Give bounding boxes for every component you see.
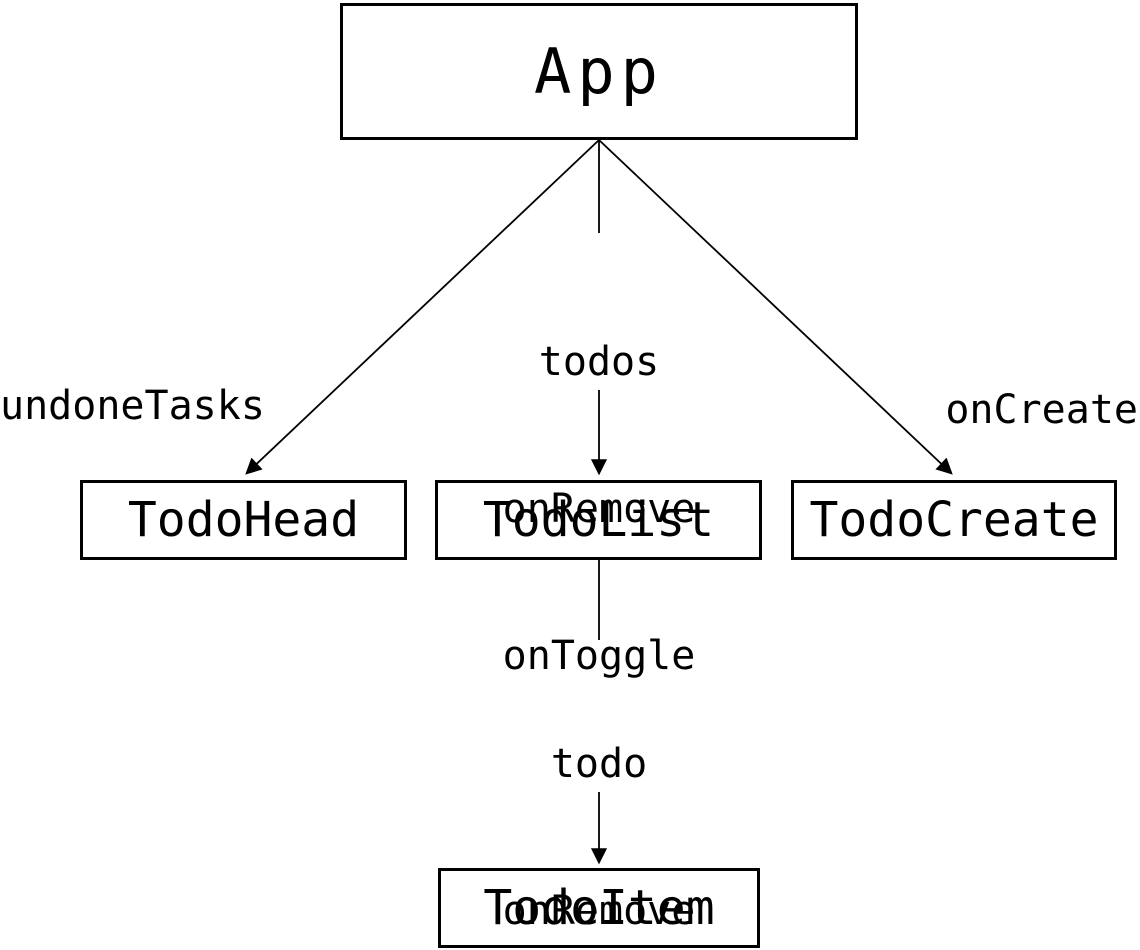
edge-label-line: todos [538,339,660,385]
edge-label-line: onRemove [502,486,696,532]
node-app: App [340,3,858,140]
edge-label-on-create: onCreate [945,387,1138,433]
edge-label-line: onToggle [502,633,696,679]
node-todo-list: TodoList [435,480,762,560]
edge-line-app-to-todo-head [245,139,600,475]
edge-label-line: onRemove [502,888,696,934]
edge-label-todo-list-to-todo-item: todo onRemove onToggle [503,642,696,950]
node-todo-item: TodoItem [438,868,760,948]
node-todo-head: TodoHead [80,480,407,560]
edge-label-line: todo [550,741,648,787]
edge-line-app-to-todo-create [598,139,953,475]
node-todo-create: TodoCreate [791,480,1117,560]
edge-label-app-to-todo-list: todos onRemove onToggle [503,240,696,779]
edge-label-undone-tasks: undoneTasks [0,383,265,429]
